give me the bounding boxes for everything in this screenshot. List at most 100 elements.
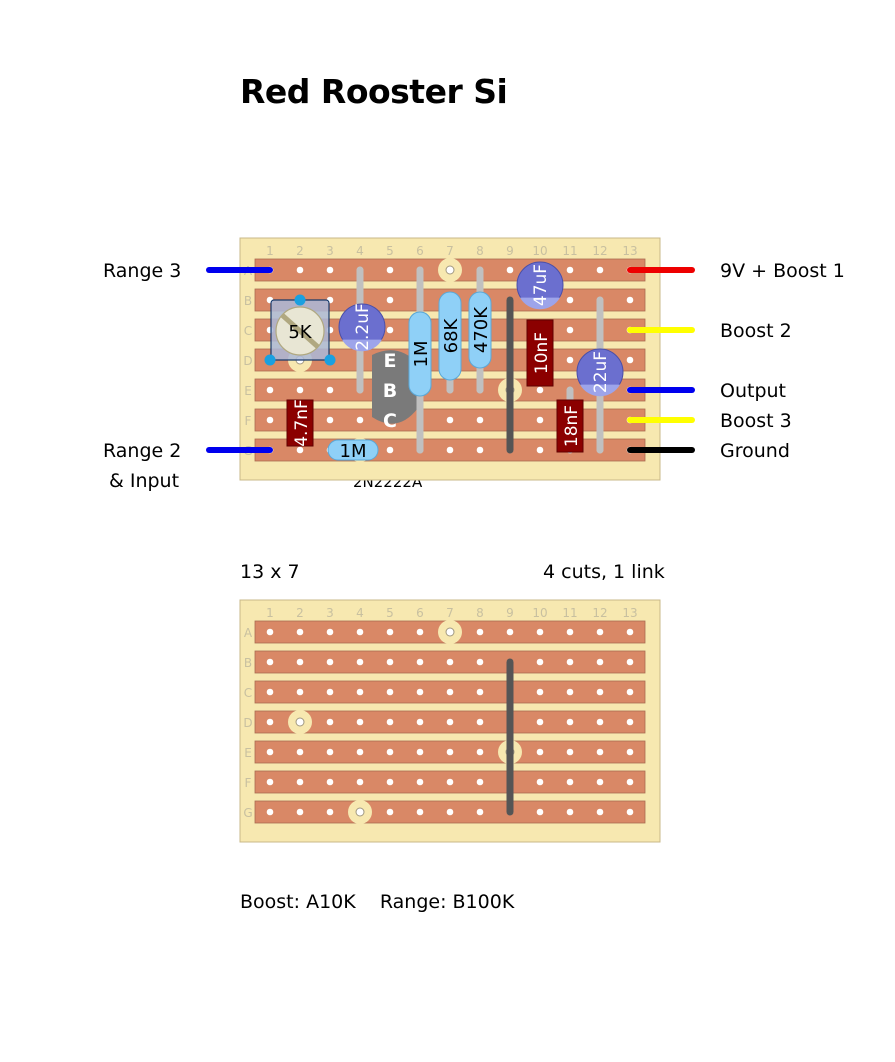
hole <box>476 778 484 786</box>
capacitor-22u: 22uF <box>576 348 624 397</box>
hole <box>296 266 304 274</box>
transistor-body <box>372 350 418 424</box>
hole <box>596 628 604 636</box>
hole <box>626 296 634 304</box>
hole <box>596 658 604 666</box>
trimmer-pin <box>264 354 276 366</box>
resistor-1m-vertical-top: 1M <box>408 311 432 397</box>
hole <box>356 628 364 636</box>
hole <box>356 416 364 424</box>
trimmer-5k: 5K <box>264 294 336 366</box>
column-label: 4 <box>356 606 364 620</box>
label-range-2: Range 2 <box>103 440 182 462</box>
resistor-470k-waist <box>472 305 488 355</box>
hole <box>386 446 394 454</box>
column-label: 8 <box>476 244 484 258</box>
hole <box>566 748 574 756</box>
column-label: 1 <box>266 244 274 258</box>
hole <box>566 808 574 816</box>
hole <box>626 748 634 756</box>
hole <box>266 688 274 696</box>
hole <box>566 326 574 334</box>
hole <box>446 718 454 726</box>
capacitor-47u-label: 47uF <box>531 264 551 306</box>
capacitor-10n-label: 10nF <box>532 332 552 374</box>
hole <box>416 718 424 726</box>
hole <box>266 416 274 424</box>
hole <box>446 658 454 666</box>
hole <box>626 718 634 726</box>
hole <box>266 808 274 816</box>
column-label: 6 <box>416 606 424 620</box>
hole <box>296 446 304 454</box>
label-range-3: Range 3 <box>103 260 182 282</box>
resistor-68k-waist <box>442 305 458 367</box>
hole <box>476 658 484 666</box>
hole <box>266 748 274 756</box>
hole <box>326 658 334 666</box>
row-label: F <box>245 776 252 790</box>
column-label: 11 <box>562 606 577 620</box>
hole <box>266 718 274 726</box>
hole <box>416 688 424 696</box>
hole <box>386 266 394 274</box>
hole <box>446 778 454 786</box>
hole <box>296 748 304 756</box>
hole <box>596 718 604 726</box>
column-label: 5 <box>386 606 394 620</box>
column-label: 11 <box>562 244 577 258</box>
hole <box>326 688 334 696</box>
hole <box>326 416 334 424</box>
trimmer-pin <box>324 354 336 366</box>
hole <box>566 356 574 364</box>
hole <box>536 778 544 786</box>
hole <box>476 748 484 756</box>
hole <box>626 356 634 364</box>
hole <box>566 658 574 666</box>
hole <box>356 778 364 786</box>
hole <box>296 778 304 786</box>
hole <box>296 386 304 394</box>
row-label: E <box>244 384 252 398</box>
capacitor-18n-body <box>556 399 584 453</box>
hole <box>476 628 484 636</box>
column-label: 13 <box>622 606 637 620</box>
hole <box>446 808 454 816</box>
hole <box>566 718 574 726</box>
capacitor-4n7-label: 4.7nF <box>292 399 312 447</box>
column-label: 6 <box>416 244 424 258</box>
label-boost-3: Boost 3 <box>720 410 792 432</box>
transistor-pin-E: E <box>384 350 397 372</box>
hole <box>326 778 334 786</box>
column-label: 4 <box>356 244 364 258</box>
column-label: 1 <box>266 606 274 620</box>
capacitor-47u-polarity-band <box>520 297 560 310</box>
hole <box>386 748 394 756</box>
hole <box>506 266 514 274</box>
hole <box>356 658 364 666</box>
transistor-2n2222a: EBC <box>372 350 418 432</box>
hole <box>626 778 634 786</box>
label-9v-boost-1: 9V + Boost 1 <box>720 260 845 282</box>
hole <box>296 658 304 666</box>
board-size-label: 13 x 7 <box>240 561 300 583</box>
row-label: D <box>243 716 252 730</box>
hole <box>536 718 544 726</box>
hole <box>386 296 394 304</box>
resistor-1m-vertical-top-label: 1M <box>411 341 432 368</box>
column-label: 7 <box>446 606 454 620</box>
capacitor-10n: 10nF <box>526 319 554 387</box>
row-label: A <box>244 626 253 640</box>
hole <box>596 688 604 696</box>
hole <box>476 718 484 726</box>
transistor-pin-B: B <box>383 380 397 402</box>
hole <box>446 748 454 756</box>
pot-values-footer: Boost: A10K Range: B100K <box>240 891 515 913</box>
column-label: 5 <box>386 244 394 258</box>
resistor-1m-horizontal-label: 1M <box>340 441 367 462</box>
hole <box>416 628 424 636</box>
hole <box>386 778 394 786</box>
hole <box>326 266 334 274</box>
hole <box>566 688 574 696</box>
hole <box>596 778 604 786</box>
